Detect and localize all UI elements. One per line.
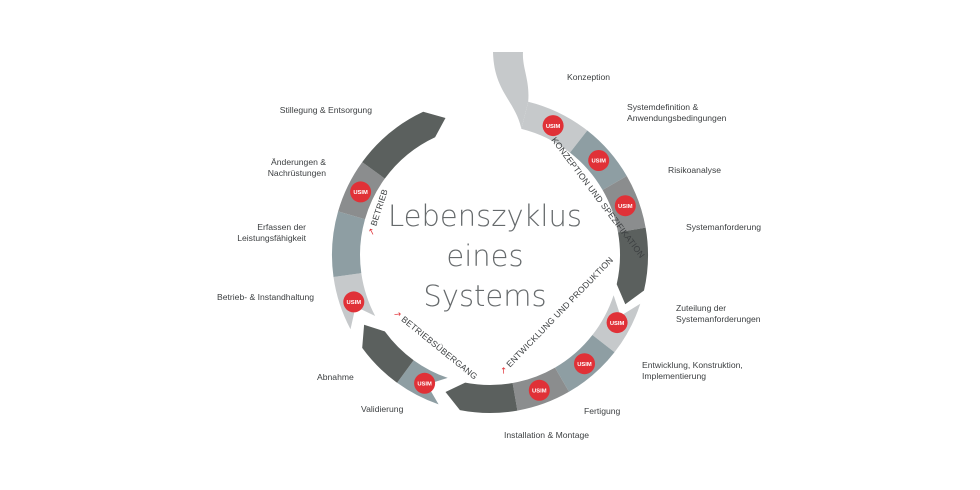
step-label-stilllegung: Stillegung & Entsorgung [279, 105, 372, 115]
step-label-konzeption: Konzeption [567, 72, 611, 82]
usim-badge-aenderungen: USIM [350, 181, 372, 203]
ring-segment-tail [493, 52, 529, 129]
step-label-abnahme: Abnahme [317, 372, 354, 382]
ring-segment-leistungsfaehigkeit [331, 211, 365, 277]
usim-badge-circle [350, 181, 372, 203]
step-label-zuteilung: Zuteilung der Systemanforderungen [676, 303, 761, 324]
usim-badge-label: USIM [353, 190, 368, 196]
usim-badge-zuteilung: USIM [606, 312, 628, 334]
usim-badge-circle [574, 353, 595, 375]
title-line: Systems [423, 279, 547, 313]
usim-badge-label: USIM [546, 124, 561, 130]
step-label-betrieb-instandhaltung: Betrieb- & Instandhaltung [217, 292, 314, 302]
usim-badges: USIM USIM USIM USIM USIM USIM USIM USIM USIM [343, 115, 636, 401]
usim-badge-circle [528, 379, 550, 401]
usim-badge-systemdefinition: USIM [588, 150, 610, 171]
step-label-systemdefinition: Systemdefinition & Anwendungsbedingungen [627, 102, 727, 123]
step-label-leistungsfaehigkeit: Erfassen der Leistungsfähigkeit [237, 222, 306, 243]
step-label-installation: Installation & Montage [504, 430, 590, 440]
usim-badge-risikoanalyse: USIM [614, 195, 636, 217]
usim-badge-circle [588, 150, 610, 171]
usim-badge-label: USIM [417, 382, 432, 388]
usim-badge-circle [614, 195, 636, 217]
step-label-risikoanalyse: Risikoanalyse [668, 165, 722, 175]
diagram-title: Lebenszyklus eines Systems [365, 196, 605, 316]
step-label-entwicklung: Entwicklung, Konstruktion, Implementieru… [642, 360, 743, 381]
usim-badge-konzeption: USIM [542, 115, 564, 137]
title-line: Lebenszyklus [388, 199, 582, 233]
usim-badge-label: USIM [347, 300, 362, 306]
step-label-systemanforderung: Systemanforderung [686, 222, 761, 232]
usim-badge-circle [542, 115, 564, 137]
usim-badge-label: USIM [591, 159, 606, 165]
usim-badge-label: USIM [532, 389, 547, 395]
usim-badge-betrieb: USIM [343, 291, 365, 313]
usim-badge-fertigung: USIM [528, 379, 550, 401]
ring-segment-abnahme [362, 324, 414, 383]
usim-badge-circle [606, 312, 628, 334]
step-label-fertigung: Fertigung [584, 406, 621, 416]
usim-badge-circle [343, 291, 365, 313]
usim-badge-label: USIM [610, 321, 625, 327]
step-label-aenderungen: Änderungen & Nachrüstungen [267, 157, 326, 178]
usim-badge-validierung: USIM [414, 372, 436, 394]
usim-badge-circle [414, 372, 436, 394]
ring-segment-systemanforderung [616, 227, 649, 305]
usim-badge-label: USIM [618, 204, 633, 210]
step-label-validierung: Validierung [361, 404, 404, 414]
lifecycle-ring [331, 52, 649, 413]
usim-badge-label: USIM [577, 362, 592, 368]
ring-segment-stilllegung [362, 111, 446, 179]
ring-segment-installation [445, 382, 518, 413]
title-line: eines [446, 239, 524, 273]
usim-badge-entwicklung: USIM [574, 353, 595, 375]
